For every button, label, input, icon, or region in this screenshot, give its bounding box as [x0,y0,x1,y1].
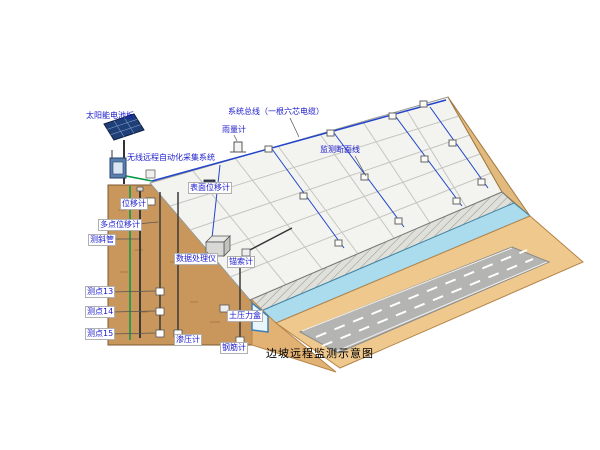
junction-box [145,169,156,179]
cabinet-door [112,161,124,175]
monitoring-node [360,173,369,181]
label-displacement-meter: 位移计 [120,198,148,210]
road-edge-line [301,247,513,332]
anchor-sensor [241,248,251,257]
label-point-14: 测点14 [85,306,116,318]
earth-pressure-cell-box [219,304,230,313]
branch-cable [333,132,405,228]
diagram-caption: 边坡远程监测示意图 [266,347,374,360]
label-rain-gauge: 雨量计 [222,125,246,134]
label-earth-pressure-cell: 土压力盒 [227,310,263,322]
processor-cable [211,164,221,239]
label-wireless-system: 无线远程自动化采集系统 [127,153,215,162]
boreholes [129,186,293,345]
label-solar-panel: 太阳能电池板 [86,111,134,120]
sensor-point-14 [155,307,165,316]
label-anchor-cable-meter: 锚索计 [227,256,255,268]
rain-gauge-device [230,141,246,153]
road-lane-dashes [315,249,528,338]
monitoring-node [264,145,273,153]
monitoring-node [420,155,429,163]
label-inclinometer-tube: 测斜管 [88,234,116,246]
road-lane-dashes [321,258,534,347]
branch-cable [395,116,463,207]
data-processor-device [205,235,231,257]
label-seepage-meter: 渗压计 [174,334,202,346]
branch-cable [429,106,489,189]
solar-panel-assembly [103,113,156,184]
road-surface [298,246,551,354]
monitoring-node [419,100,428,108]
sensor-point-13 [155,287,165,296]
feed-cable [125,175,153,182]
monitoring-node [477,178,486,186]
label-point-15: 测点15 [85,328,116,340]
monitoring-node [326,129,335,137]
monitoring-node [394,217,403,225]
monitoring-nodes [264,100,486,247]
sensor-point-15 [155,329,165,338]
label-system-bus: 系统总线（一根六芯电缆） [228,107,324,116]
label-point-13: 测点13 [85,286,116,298]
solar-panel-grid [107,117,141,137]
cables [125,99,489,249]
road-edge-line [336,261,548,352]
road [298,246,551,354]
label-monitoring-section-line: 监测断面线 [320,145,360,154]
monitoring-node [448,139,457,147]
monitoring-node [299,192,308,200]
monitoring-node [452,197,461,205]
system-bus-cable [151,99,447,182]
monitoring-node [334,239,343,247]
branch-cable [271,148,345,249]
label-surface-displacement: 表面位移计 [188,182,232,194]
monitoring-node [388,112,397,120]
wall-hatch [250,192,514,311]
inclinometer-cap [136,186,144,192]
anchor-cable [245,227,293,253]
leader-lines [110,117,367,335]
label-rebar-meter: 钢筋计 [220,342,248,354]
label-data-processor: 数据处理仪 [174,253,218,265]
label-multipoint-displacement: 多点位移计 [98,219,142,231]
